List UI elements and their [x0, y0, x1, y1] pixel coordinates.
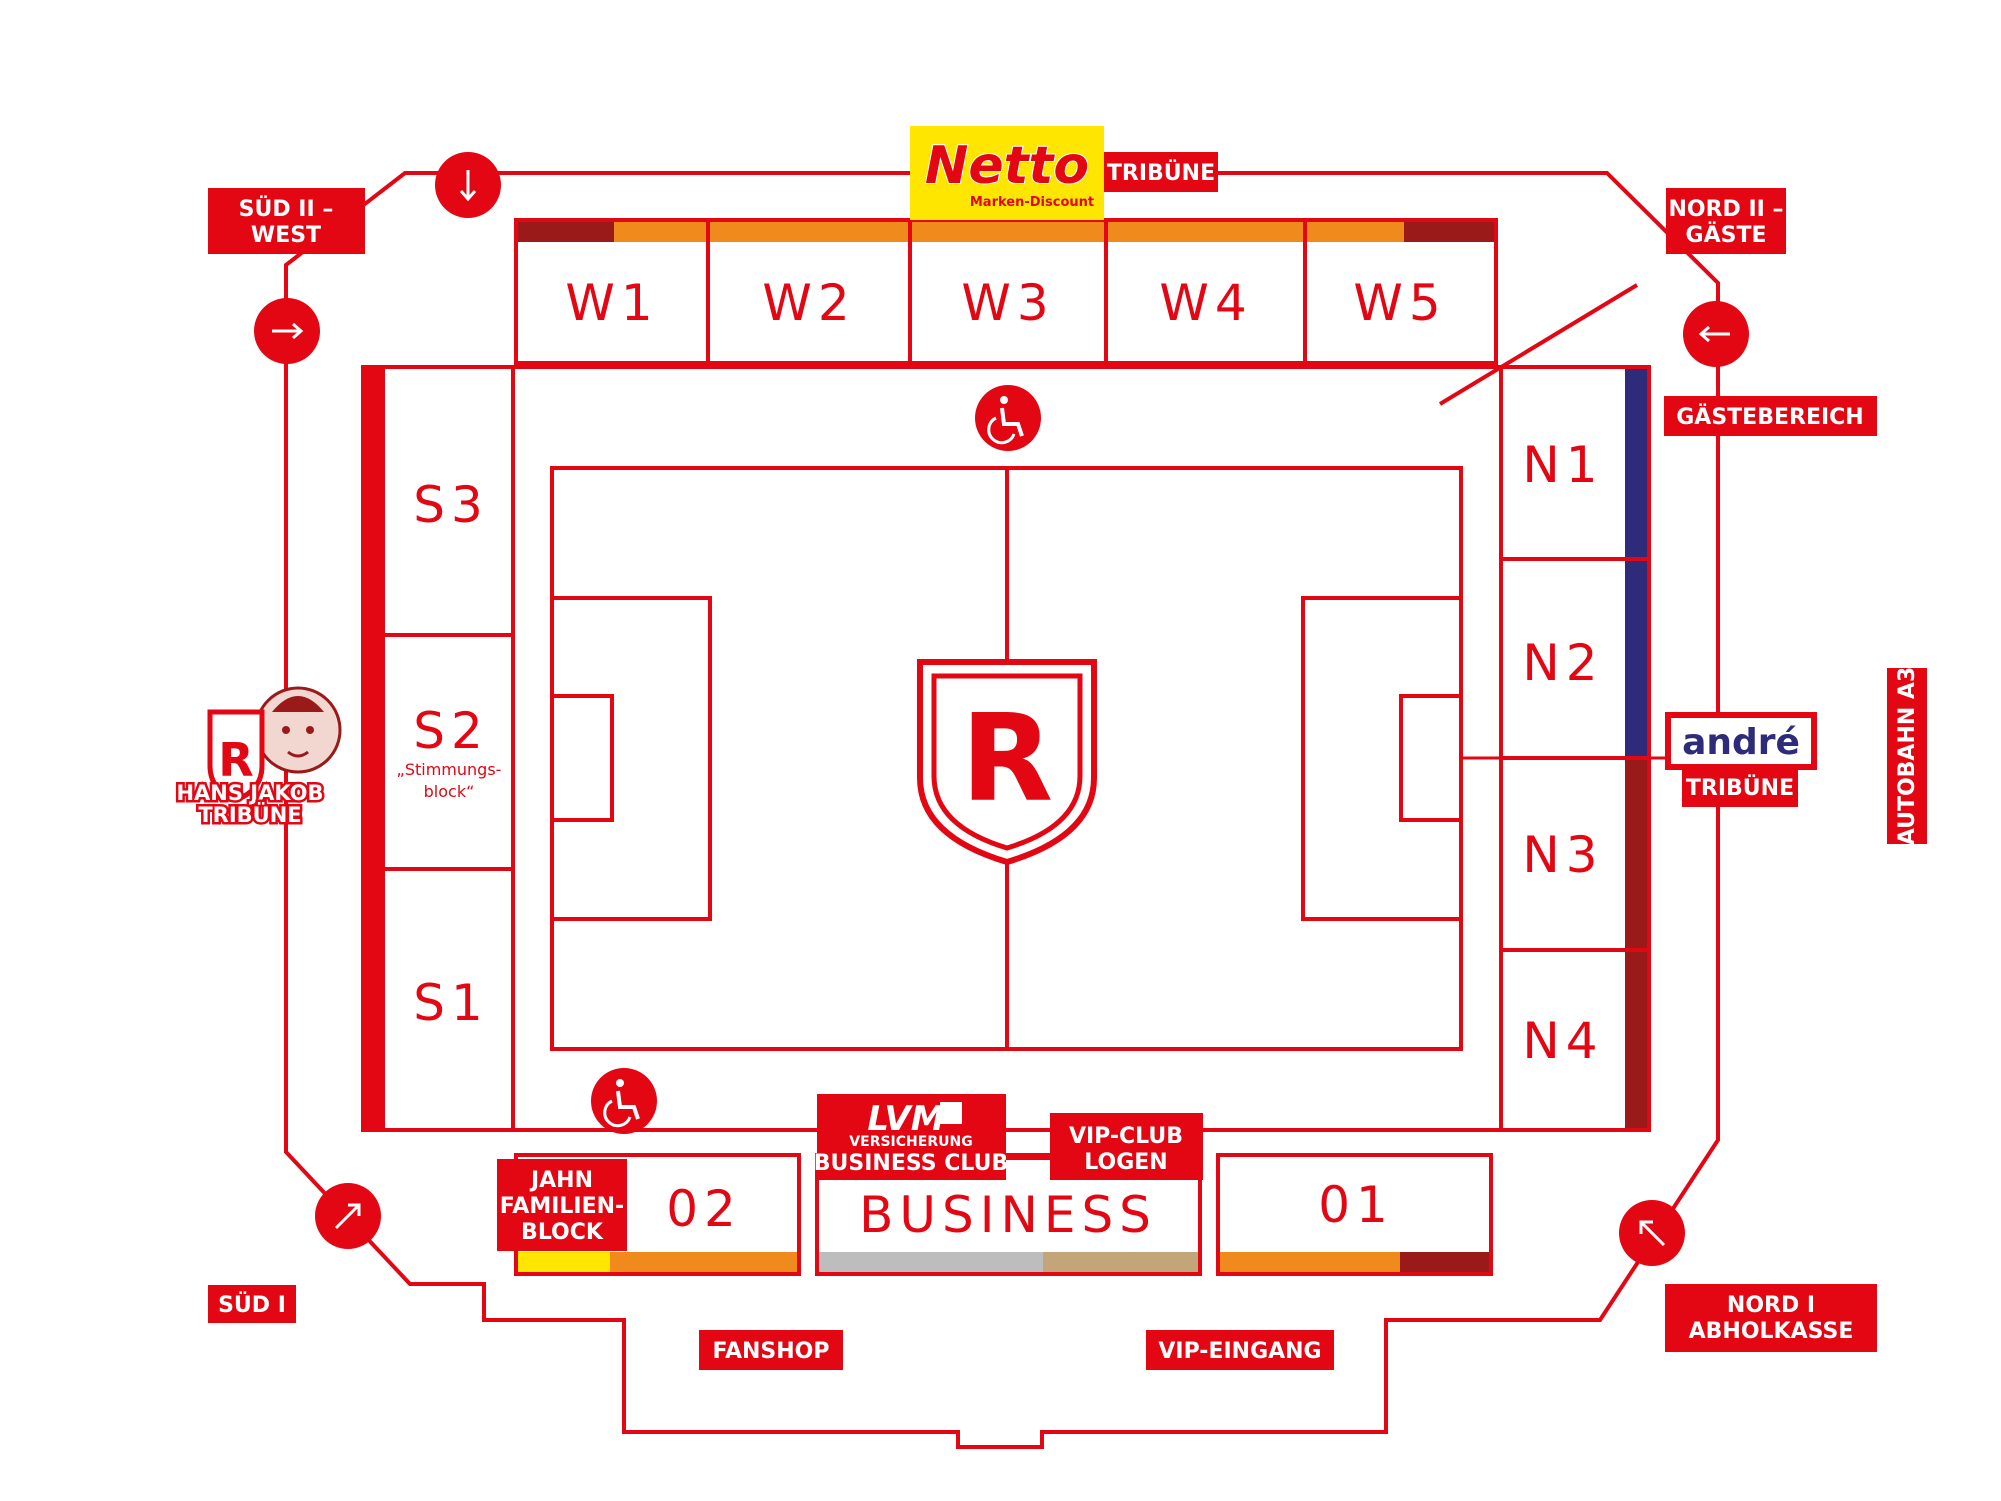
block-w3[interactable]: W3	[961, 274, 1054, 332]
block-s3[interactable]: S3	[413, 476, 489, 534]
netto-sponsor: Netto Marken-Discount TRIBÜNE	[910, 126, 1218, 220]
block-w5[interactable]: W5	[1353, 274, 1446, 332]
arrow-up-left-icon	[1619, 1200, 1685, 1266]
hans-jakob-crest: R	[218, 733, 253, 787]
jahn-familienblock: JAHN FAMILIEN- BLOCK	[497, 1159, 627, 1251]
arrow-right-icon	[254, 298, 320, 364]
club-crest-letter: R	[961, 690, 1053, 829]
arrow-up-right-icon	[315, 1183, 381, 1249]
arrow-left-icon	[1683, 301, 1749, 367]
hans-jakob-name: HANS JAKOB	[176, 781, 323, 805]
block-business[interactable]: BUSINESS	[859, 1186, 1157, 1244]
stimmungsblock-note-2: block“	[424, 782, 475, 801]
block-01[interactable]: 01	[1318, 1176, 1394, 1234]
block-n2[interactable]: N2	[1522, 634, 1603, 692]
area-gaestebereich[interactable]: GÄSTEBEREICH	[1664, 396, 1877, 436]
jahn-label-1: JAHN	[529, 1168, 593, 1193]
block-w2[interactable]: W2	[762, 274, 855, 332]
svg-text:FANSHOP: FANSHOP	[712, 1339, 829, 1364]
block-s1[interactable]: S1	[413, 974, 489, 1032]
area-sued-i[interactable]: SÜD I	[208, 1285, 296, 1323]
lvm-business-club: LVM VERSICHERUNG BUSINESS CLUB VIP-CLUB …	[814, 1094, 1203, 1180]
svg-text:AUTOBAHN A3: AUTOBAHN A3	[1895, 667, 1920, 846]
netto-subtitle: Marken-Discount	[970, 195, 1094, 210]
andre-sponsor: andré TRIBÜNE	[1665, 712, 1817, 807]
club-crest: R	[917, 659, 1097, 866]
area-nord-i-abholkasse[interactable]: NORD I ABHOLKASSE	[1665, 1284, 1877, 1352]
wheelchair-icon	[591, 1068, 657, 1134]
business-club-label: BUSINESS CLUB	[814, 1151, 1008, 1176]
block-s2[interactable]: S2	[413, 702, 489, 760]
block-w4[interactable]: W4	[1159, 274, 1252, 332]
block-n3[interactable]: N3	[1522, 826, 1603, 884]
north-stand: N1 N2 N3 N4	[1438, 283, 1665, 1132]
andre-tribune-label: TRIBÜNE	[1686, 775, 1794, 801]
netto-tribune-label: TRIBÜNE	[1107, 160, 1215, 186]
svg-text:GÄSTE: GÄSTE	[1686, 222, 1767, 248]
stimmungsblock-note-1: „Stimmungs-	[397, 760, 502, 779]
netto-logo: Netto	[925, 136, 1089, 196]
hans-jakob-tribune: R HANS JAKOB TRIBÜNE	[174, 686, 342, 830]
arrow-down-icon	[435, 152, 501, 218]
block-w1[interactable]: W1	[565, 274, 658, 332]
area-fanshop[interactable]: FANSHOP	[699, 1330, 843, 1370]
area-autobahn-a3: AUTOBAHN A3	[1887, 667, 1927, 846]
svg-text:SÜD I: SÜD I	[218, 1292, 286, 1318]
block-n4[interactable]: N4	[1522, 1012, 1603, 1070]
vip-club-label: VIP-CLUB	[1069, 1124, 1183, 1149]
block-02[interactable]: 02	[666, 1180, 742, 1238]
svg-text:NORD I: NORD I	[1727, 1293, 1815, 1318]
svg-text:NORD II –: NORD II –	[1668, 197, 1783, 222]
west-stand: W1 W2 W3 W4 W5	[514, 218, 1498, 365]
area-sued-ii-west[interactable]: SÜD II – WEST	[208, 188, 365, 254]
hans-jakob-tribune-label: TRIBÜNE	[198, 802, 301, 827]
area-nord-ii-gaeste[interactable]: NORD II – GÄSTE	[1666, 188, 1786, 254]
jahn-label-2: FAMILIEN-	[500, 1194, 624, 1219]
svg-text:WEST: WEST	[251, 223, 321, 248]
outer-perimeter	[284, 171, 1720, 1449]
lvm-logo: LVM	[867, 1099, 944, 1139]
block-n1[interactable]: N1	[1522, 436, 1603, 494]
andre-logo: andré	[1682, 722, 1800, 763]
vip-logen-label: LOGEN	[1084, 1150, 1167, 1175]
svg-text:VIP-EINGANG: VIP-EINGANG	[1158, 1339, 1321, 1364]
svg-text:SÜD II –: SÜD II –	[239, 196, 334, 222]
wheelchair-icon	[975, 385, 1041, 451]
jahn-label-3: BLOCK	[521, 1220, 604, 1245]
east-stand: 02 BUSINESS 01	[514, 1153, 1493, 1276]
area-vip-eingang[interactable]: VIP-EINGANG	[1146, 1330, 1334, 1370]
svg-text:ABHOLKASSE: ABHOLKASSE	[1689, 1319, 1854, 1344]
south-stand: S3 S2 „Stimmungs- block“ S1	[361, 365, 515, 1132]
lvm-subtitle: VERSICHERUNG	[849, 1134, 972, 1150]
svg-text:GÄSTEBEREICH: GÄSTEBEREICH	[1676, 404, 1863, 430]
